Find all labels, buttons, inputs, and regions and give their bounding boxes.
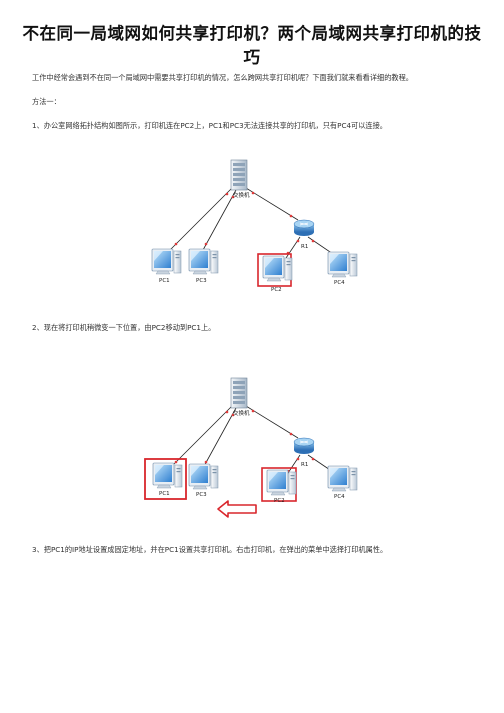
- step1-text: 1、办公室网络拓扑结构如图所示，打印机连在PC2上，PC1和PC3无法连接共享的…: [32, 121, 387, 130]
- highlight-box-pc1: [144, 458, 187, 500]
- pc-icon: [327, 251, 358, 278]
- switch-label: 交换机: [233, 409, 250, 417]
- pc-icon: [152, 462, 183, 489]
- article-title: 不在同一局域网如何共享打印机？两个局域网共享打印机的技巧: [22, 24, 482, 67]
- arrow-left-icon: [217, 500, 257, 518]
- topology-figure-2: 交换机 R1 PC1 PC3 PC2 PC4: [0, 368, 504, 528]
- topology-figure-1: 交换机 R1 PC1 PC3 PC2 PC4: [0, 150, 504, 310]
- pc-icon: [262, 255, 293, 282]
- router-label: R1: [301, 244, 308, 250]
- network-links: [169, 187, 337, 259]
- pc3-label: PC3: [196, 492, 207, 498]
- step3-text: 3、把PC1的IP地址设置成固定地址，并在PC1设置共享打印机。右击打印机，在弹…: [32, 545, 388, 554]
- pc-icon: [188, 463, 219, 490]
- switch-icon: [230, 159, 248, 191]
- pc1-label: PC1: [159, 491, 170, 497]
- pc2-label: PC2: [274, 498, 285, 504]
- pc-icon: [327, 465, 358, 492]
- switch-label: 交换机: [233, 191, 250, 199]
- intro-paragraph: 工作中经常会遇到不在同一个局域网中需要共享打印机的情况，怎么跨网共享打印机呢？下…: [32, 73, 413, 82]
- pc4-label: PC4: [334, 280, 345, 286]
- router-label: R1: [301, 462, 308, 468]
- router-icon: [293, 437, 315, 455]
- pc1-label: PC1: [159, 278, 170, 284]
- step2-text: 2、现在将打印机稍微变一下位置，由PC2移动到PC1上。: [32, 323, 216, 332]
- pc-icon: [151, 248, 182, 275]
- switch-icon: [230, 377, 248, 409]
- pc2-label: PC2: [271, 287, 282, 293]
- network-links: [169, 405, 337, 477]
- pc-icon: [188, 248, 219, 275]
- pc4-label: PC4: [334, 494, 345, 500]
- router-icon: [293, 219, 315, 237]
- pc3-label: PC3: [196, 278, 207, 284]
- method-heading: 方法一：: [32, 97, 61, 106]
- pc-icon: [266, 469, 297, 496]
